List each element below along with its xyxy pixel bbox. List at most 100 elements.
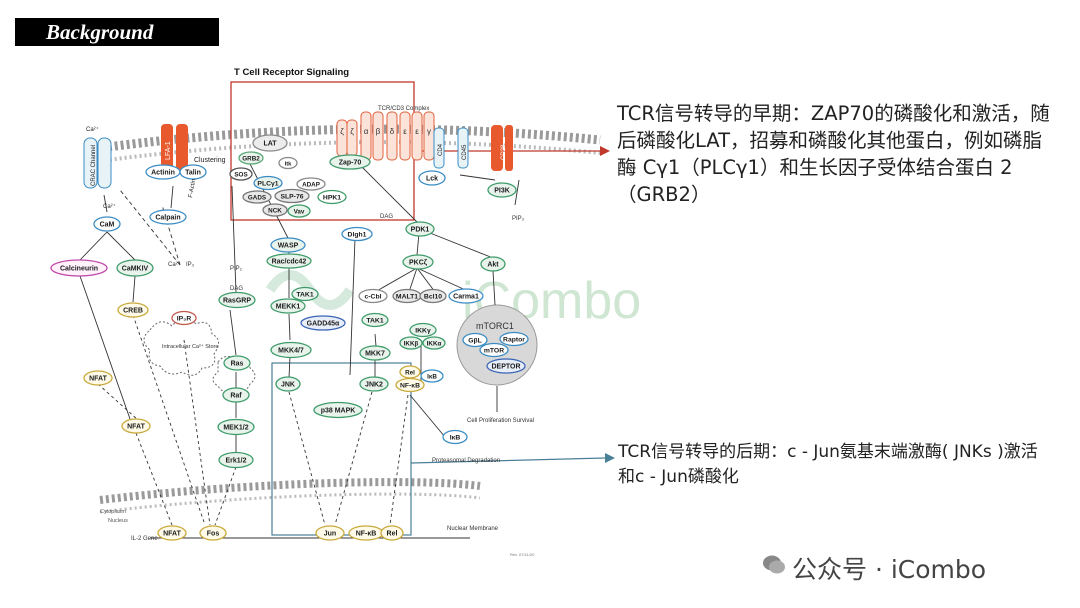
node-label-jnk1: JNK: [281, 381, 295, 388]
node-shape-pi3k: [487, 182, 517, 198]
node-label-rasgrp: RasGRP: [223, 297, 251, 304]
lfa1-receptor: [161, 124, 188, 170]
node-jnk2: JNK2: [359, 376, 389, 392]
node-label-ikb1: IκB: [427, 373, 437, 380]
node-mkk47: MKK4/7: [270, 341, 312, 359]
node-label-plcg1: PLCγ1: [257, 180, 278, 187]
degradation-label: Proteasomal Degradation: [432, 458, 500, 464]
node-ikkg: IKKγ: [409, 322, 437, 338]
small-label-pip2: PIP₂: [230, 266, 243, 272]
node-nfkb1: NF-κB: [395, 377, 425, 393]
cd45-label: CD45: [462, 144, 468, 160]
tcr-chain-label-5: ε: [403, 127, 407, 136]
node-label-actinin: Actinin: [151, 169, 175, 176]
node-label-nfkb1: NF-κB: [400, 382, 420, 389]
node-tak1b: TAK1: [361, 312, 389, 328]
node-shape-jnk1: [275, 376, 301, 392]
node-label-hpk1: HPK1: [323, 194, 341, 201]
node-mkk7: MKK7: [359, 345, 391, 361]
node-shape-ikkg: [409, 322, 437, 338]
node-shape-gads: [242, 190, 272, 204]
node-vav: Vav: [287, 204, 311, 218]
tcr-chain-shape-5: [399, 111, 411, 161]
late-stage-note: TCR信号转导的后期：c - Jun氨基末端激酶( JNKs )激活和c - J…: [618, 442, 1038, 487]
node-label-grb2: GRB2: [242, 155, 260, 162]
node-label-ras: Ras: [231, 360, 244, 367]
small-label-ca-l: Ca²⁺: [103, 203, 116, 210]
node-slp76: SLP-76: [274, 188, 310, 204]
node-shape-nfkb1: [395, 377, 425, 393]
node-label-mek12: MEK1/2: [223, 424, 248, 431]
node-akt: Akt: [480, 256, 506, 272]
node-actinin: Actinin: [145, 164, 181, 180]
crac-channel: [83, 137, 112, 189]
node-shape-ras: [223, 355, 251, 371]
node-label-ikb2: IκB: [450, 434, 461, 441]
node-ikka: IKKα: [422, 336, 446, 350]
node-shape-wasp: [270, 237, 306, 253]
node-shape-mtor: [479, 342, 509, 358]
early-arrowhead-icon: [600, 146, 610, 156]
node-shape-tak1a: [291, 286, 319, 302]
cd4-label: CD4: [438, 143, 444, 156]
node-p38: p38 MAPK: [313, 401, 363, 419]
node-bcl10: Bcl10: [419, 288, 447, 304]
node-shape-ikb2: [442, 429, 468, 445]
node-label-wasp: WASP: [278, 242, 299, 249]
node-label-raf: Raf: [230, 392, 242, 399]
footer-account: 公众号 · iCombo: [792, 555, 987, 584]
section-banner-title: Background: [46, 20, 154, 44]
store-label: Intracellular Ca²⁺ Store: [162, 343, 218, 350]
node-label-fos: Fos: [207, 530, 220, 537]
node-label-jun: Jun: [324, 530, 336, 537]
node-ikb2: IκB: [442, 429, 468, 445]
node-mek12: MEK1/2: [217, 418, 255, 436]
node-label-mkk47: MKK4/7: [278, 347, 304, 354]
node-shape-plcg1: [253, 175, 283, 191]
cd45-receptor: [457, 127, 469, 169]
node-pdk1: PDK1: [405, 221, 435, 237]
tcr-chain-label-2: α: [364, 127, 369, 136]
small-label-ip3: IP₃: [186, 262, 195, 268]
node-shape-mkk7: [359, 345, 391, 361]
node-label-deptor: DEPTOR: [491, 363, 520, 370]
tcr-chain-shape-3: [372, 111, 384, 161]
node-shape-nck: [262, 203, 288, 217]
small-label-pip3: PIP₃: [512, 216, 525, 222]
node-shape-nfat1: [83, 370, 113, 386]
node-shape-creb: [117, 302, 149, 318]
node-ip3r: IP₃R: [171, 310, 197, 326]
node-label-erk12: Erk1/2: [225, 457, 246, 464]
lfa1-label: LFA-1: [165, 141, 172, 160]
node-shape-gbl: [462, 332, 488, 348]
node-itk: Itk: [278, 156, 298, 170]
plasma-membrane: [84, 124, 601, 165]
node-shape-raf: [222, 387, 250, 403]
nucleus-label: Nucleus: [108, 518, 128, 524]
node-label-cam: CaM: [100, 221, 115, 228]
node-label-zap70: Zap-70: [339, 159, 362, 166]
diagram-title: T Cell Receptor Signaling: [234, 67, 349, 78]
node-label-raccdc42: Rac/cdc42: [272, 258, 307, 265]
node-jnk1: JNK: [275, 376, 301, 392]
node-shape-nfat3: [157, 525, 187, 541]
tcr-chain-shape-7: [423, 111, 435, 161]
node-shape-cam: [93, 216, 121, 232]
node-shape-nfat2: [121, 418, 151, 434]
node-nfat3: NFAT: [157, 525, 187, 541]
tcr-chain-label-3: β: [376, 127, 381, 136]
node-shape-bcl10: [419, 288, 447, 304]
node-shape-hpk1: [317, 189, 347, 205]
node-label-talin: Talin: [185, 169, 201, 176]
node-label-akt: Akt: [487, 261, 499, 268]
node-label-nfat3: NFAT: [163, 530, 181, 537]
node-label-nfat1: NFAT: [89, 375, 107, 382]
node-label-camkiv: CaMKIV: [122, 265, 149, 272]
node-shape-ip3r: [171, 310, 197, 326]
node-shape-ccbl: [358, 288, 388, 304]
node-nck: NCK: [262, 203, 288, 217]
section-banner: [15, 18, 219, 46]
node-label-rel2: Rel: [387, 530, 398, 537]
node-ikb1: IκB: [420, 369, 444, 383]
node-gadd45a: GADD45α: [300, 315, 346, 331]
